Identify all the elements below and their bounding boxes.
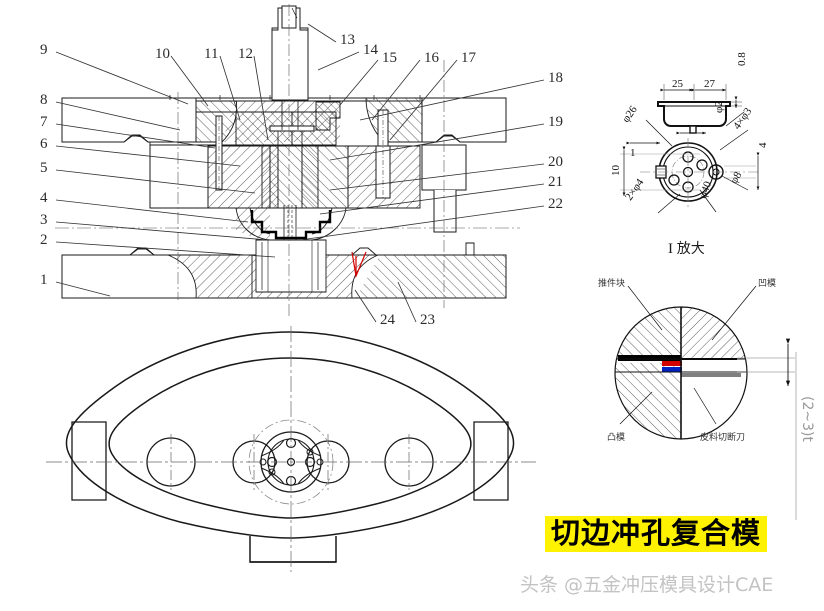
detail-clearance-view xyxy=(614,285,797,520)
balloon-number-2: 2 xyxy=(40,232,48,248)
main-cross-section xyxy=(55,4,520,318)
balloon-number-20: 20 xyxy=(548,154,563,170)
balloon-number-1: 1 xyxy=(40,272,48,288)
balloon-number-17: 17 xyxy=(461,50,476,66)
detail-label-0: 推件块 xyxy=(598,279,626,289)
dimension-1: 27 xyxy=(704,78,715,90)
leader-10 xyxy=(170,55,209,107)
leader-12 xyxy=(253,55,269,141)
balloon-number-16: 16 xyxy=(424,50,439,66)
balloon-number-24: 24 xyxy=(380,312,395,328)
dimension-3: φ2 xyxy=(713,101,725,113)
balloon-number-22: 22 xyxy=(548,196,563,212)
title-banner: 切边冲孔复合模 xyxy=(545,516,768,553)
balloon-number-3: 3 xyxy=(40,212,48,228)
leader-5 xyxy=(55,169,256,194)
leader-6 xyxy=(55,145,241,167)
leader-9 xyxy=(55,51,189,105)
dimension-5: 1 xyxy=(630,147,636,159)
watermark: 头条 @五金冲压模具设计CAE xyxy=(520,574,774,596)
leader-18 xyxy=(359,79,545,121)
balloon-number-15: 15 xyxy=(382,50,397,66)
detail-i-letter: I xyxy=(668,241,673,257)
balloon-number-8: 8 xyxy=(40,92,48,108)
leader-23 xyxy=(397,281,417,323)
dimension-0: 25 xyxy=(672,78,683,90)
leader-20 xyxy=(329,163,545,191)
balloon-number-10: 10 xyxy=(155,46,170,62)
dimension-6: 10 xyxy=(610,165,622,176)
leader-13 xyxy=(307,23,337,43)
balloon-number-23: 23 xyxy=(420,312,435,328)
balloon-number-6: 6 xyxy=(40,136,48,152)
balloon-number-5: 5 xyxy=(40,160,48,176)
balloon-number-7: 7 xyxy=(40,114,48,130)
leader-4 xyxy=(55,199,249,223)
leader-21 xyxy=(319,183,545,215)
dimension-11: 4 xyxy=(757,142,769,149)
title-banner-text: 切边冲孔复合模 xyxy=(551,516,762,550)
leader-lines xyxy=(55,23,545,323)
detail-i-view xyxy=(620,84,760,214)
detail-label-3: 皮料切断刀 xyxy=(700,433,746,443)
detail-label-2: 凸模 xyxy=(607,433,626,443)
balloon-number-21: 21 xyxy=(548,174,563,190)
dimension-2: 0.8 xyxy=(736,52,748,66)
clearance-note: (2~3)t xyxy=(799,396,815,442)
balloon-number-4: 4 xyxy=(40,190,48,206)
balloon-number-9: 9 xyxy=(40,42,48,58)
leader-14 xyxy=(317,51,360,71)
balloon-number-11: 11 xyxy=(204,46,219,62)
leader-16 xyxy=(371,59,421,121)
leader-3 xyxy=(55,221,269,241)
detail-label-1: 凹模 xyxy=(758,279,777,289)
balloon-number-19: 19 xyxy=(548,114,563,130)
balloon-number-13: 13 xyxy=(340,32,355,48)
balloon-number-12: 12 xyxy=(238,46,253,62)
balloon-number-14: 14 xyxy=(363,42,378,58)
leader-11 xyxy=(219,55,241,121)
leader-24 xyxy=(354,289,377,323)
leader-15 xyxy=(339,59,379,106)
detail-i-caption: I 放大 xyxy=(668,238,705,258)
leader-22 xyxy=(299,205,545,241)
detail-i-word: 放大 xyxy=(676,241,705,257)
plan-view xyxy=(46,326,536,572)
leader-2 xyxy=(55,241,276,258)
leader-19 xyxy=(329,123,545,161)
leader-8 xyxy=(55,101,181,131)
leader-1 xyxy=(55,281,111,297)
leader-17 xyxy=(389,59,458,141)
balloon-number-18: 18 xyxy=(548,70,563,86)
leader-7 xyxy=(55,123,216,149)
